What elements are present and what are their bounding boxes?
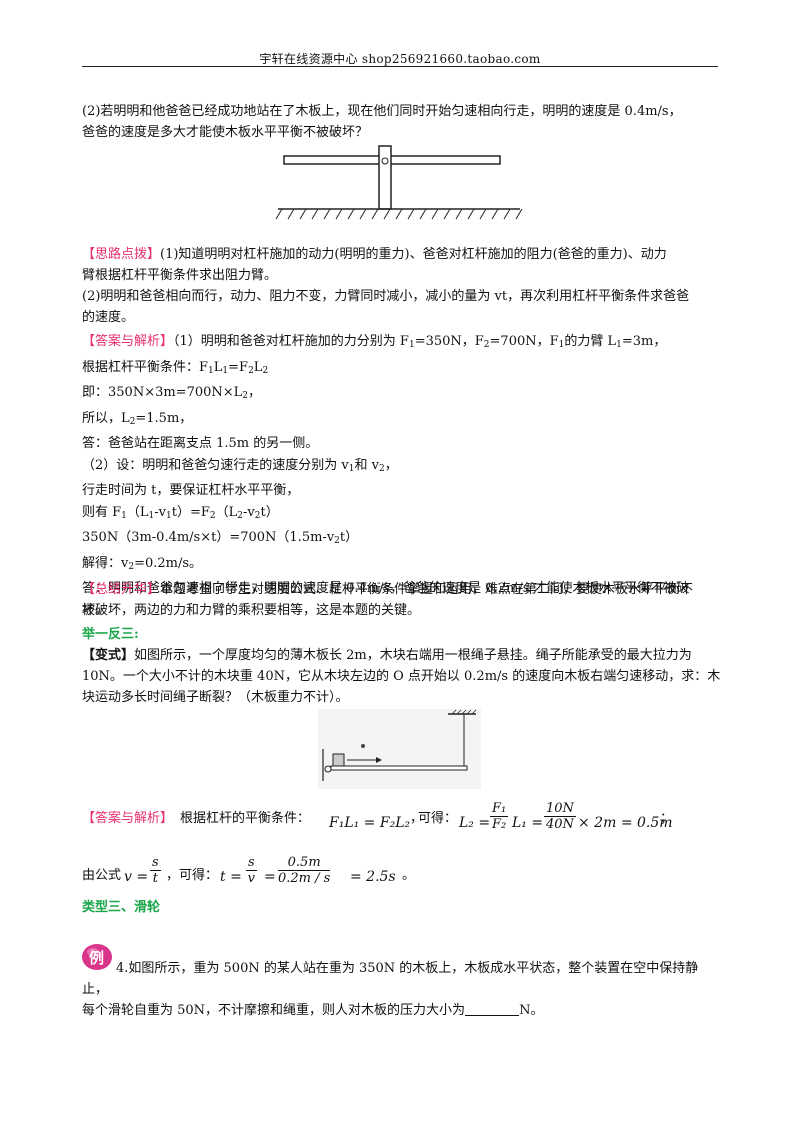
time-fraction: s v: [246, 855, 257, 886]
hint-section: 【思路点拨】(1)知道明明对杠杆施加的动力(明明的重力)、爸爸对杠杆施加的阻力(…: [82, 247, 690, 325]
velocity-fraction: s t: [150, 855, 161, 886]
q2-line2: 爸爸的速度是多大才能使木板水平平衡不被破坏？: [82, 125, 369, 140]
q2-line1: (2)若明明和他爸爸已经成功地站在了木板上，现在他们同时开始匀速相向行走，明明的…: [82, 104, 682, 119]
lever-equation: F₁L₁ = F₂L₂: [329, 815, 411, 831]
seesaw-plank: [283, 155, 501, 165]
figure-background: [318, 709, 481, 789]
answer-blank[interactable]: [465, 1001, 520, 1016]
numeric-fraction: 0.5m 0.2m / s: [278, 855, 331, 886]
example-badge-icon: [82, 944, 112, 970]
page-header: 宇轩在线资源中心 shop256921660.taobao.com: [259, 52, 541, 66]
question-2: (2)若明明和他爸爸已经成功地站在了木板上，现在他们同时开始匀速相向行走，明明的…: [82, 101, 722, 143]
summary-section: 【总结升华】本题考查了学生对速度公式、杠杆平衡条件掌握和运用，难点在第二问，要使…: [82, 582, 694, 618]
practice-title: 举一反三:: [82, 627, 139, 642]
badge-label: 例: [89, 949, 105, 967]
force-fraction: F₁ F₂: [490, 801, 509, 832]
answer2-tag: 【答案与解析】: [82, 811, 174, 826]
answer2-section: 【答案与解析】 根据杠杆的平衡条件： F₁L₁ = F₂L₂ ， 可得： L₂ …: [82, 801, 674, 832]
pivot-o: [324, 765, 332, 773]
hint-tag: 【思路点拨】: [82, 247, 161, 262]
seesaw-figure: [275, 145, 523, 220]
value-fraction: 10N 40N: [544, 801, 576, 832]
plank-figure: [318, 709, 481, 789]
wood-block: [332, 753, 345, 767]
ground-hatching: [275, 208, 523, 220]
thin-plank: [330, 765, 468, 771]
summary-tag: 【总结升华】: [82, 582, 161, 597]
ceiling-hatching: [451, 709, 477, 715]
velocity-formula: 由公式 v = s t ，可得： t = s v = 0.5m 0.2m / s…: [82, 855, 416, 886]
example-badge: 例: [80, 942, 114, 972]
answer-section: 【答案与解析】（1）明明和爸爸对杠杆施加的力分别为 F1=350N，F2=700…: [82, 334, 690, 618]
pivot-point: [381, 157, 389, 165]
variant-tag: 【变式】: [82, 648, 135, 663]
arrow-head: [376, 757, 382, 763]
answer-tag: 【答案与解析】: [82, 334, 174, 349]
seesaw-post: [378, 145, 392, 210]
question-4: 4.如图所示，重为 500N 的某人站在重为 350N 的木板上，木板成水平状态…: [82, 961, 699, 1018]
variant-question: 【变式】如图所示，一个厚度均匀的薄木板长 2m，木块右端用一根绳子悬挂。绳子所能…: [82, 648, 721, 705]
section-title: 类型三、滑轮: [82, 900, 161, 915]
header-divider: [82, 66, 718, 67]
small-dot: [361, 744, 365, 748]
